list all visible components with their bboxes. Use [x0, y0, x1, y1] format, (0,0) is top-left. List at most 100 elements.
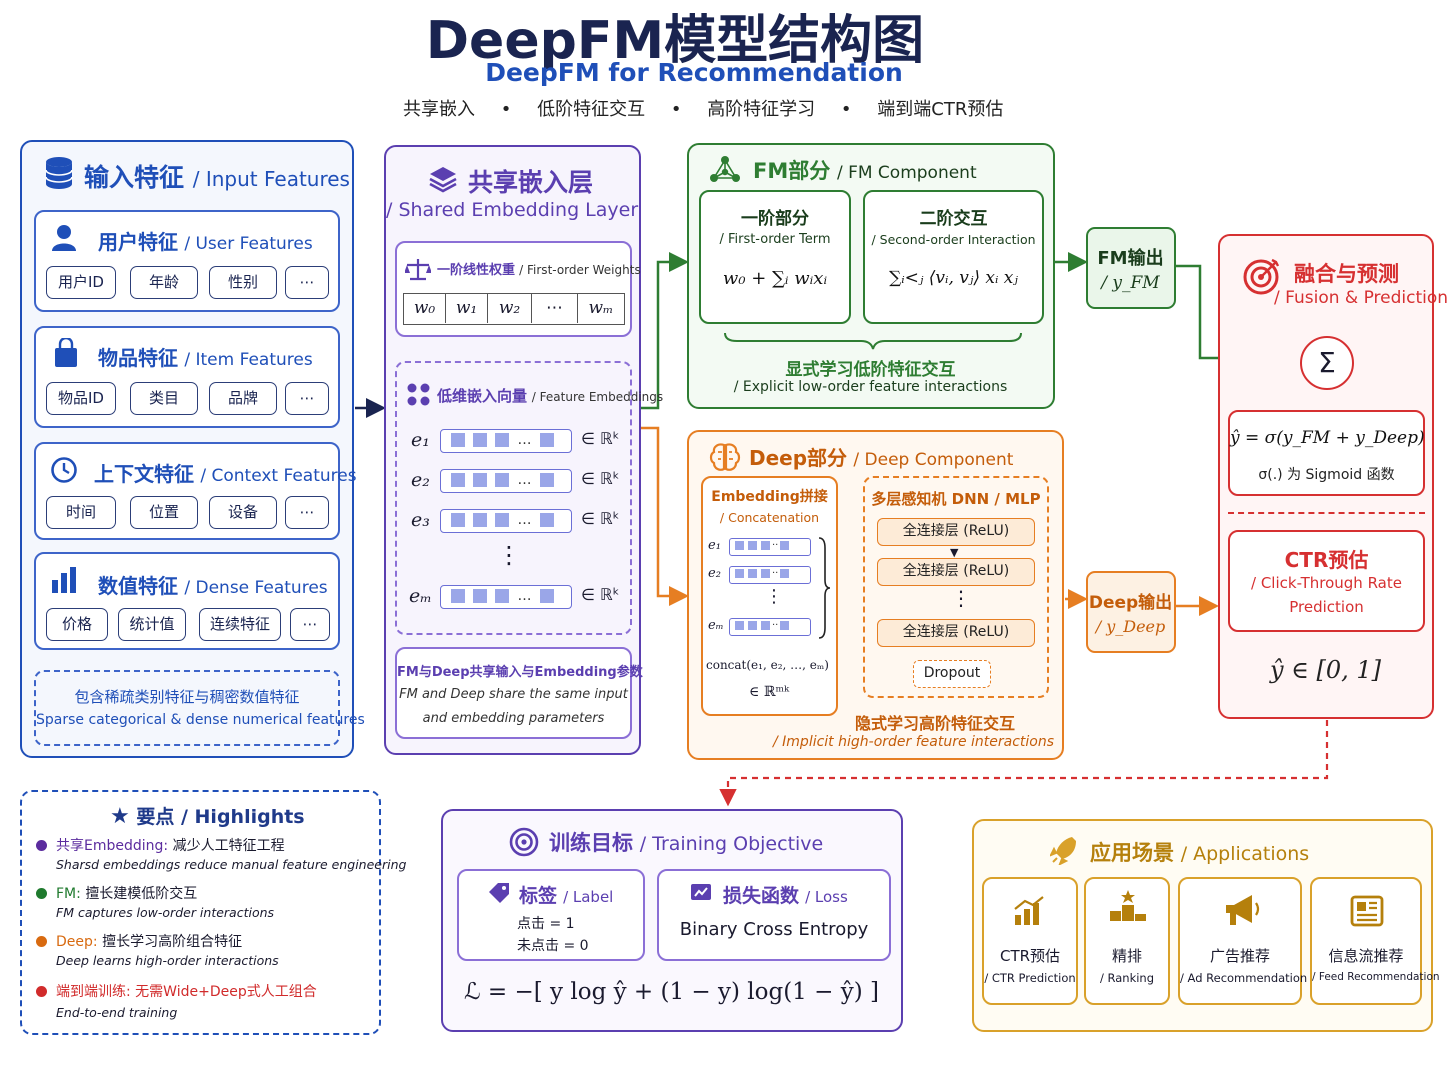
concat-vdots: ⋮: [765, 586, 783, 607]
deep-title: Deep部分 / Deep Component: [749, 442, 1013, 471]
label-box: 标签 / Label 点击 = 1 未点击 = 0: [457, 869, 645, 961]
weights-row: w₀ w₁ w₂ ⋯ wₘ: [403, 293, 625, 325]
embedding-vector-e3: …: [440, 509, 572, 533]
tag-high-order: 高阶特征学习: [707, 99, 816, 120]
sigmoid-note: σ(.) 为 Sigmoid 函数: [1258, 467, 1395, 483]
chip-gender: 性别: [209, 266, 277, 299]
dense-layer-1: 全连接层 (ReLU): [877, 518, 1035, 546]
input-note-en: Sparse categorical & dense numerical fea…: [36, 712, 365, 728]
page-title: DeepFM模型结构图: [425, 11, 925, 71]
chip-context-more: ⋯: [285, 496, 329, 529]
chip-stats: 统计值: [118, 608, 186, 641]
news-feed-icon: [1350, 895, 1384, 927]
highlight-shared-head: 共享Embedding:: [56, 838, 169, 854]
app-ad-recommendation: 广告推荐 / Ad Recommendation: [1178, 877, 1307, 1005]
bullet-deep: [36, 936, 47, 947]
item-title-en: / Item Features: [184, 350, 313, 370]
app-feed-en: / Feed Recommendation: [1312, 971, 1440, 983]
weight-w2: w₂: [488, 294, 532, 323]
loss-title-cn: 损失函数: [723, 885, 800, 907]
second-order-formula: ∑ᵢ<ⱼ ⟨vᵢ, vⱼ⟩ xᵢ xⱼ: [889, 268, 1018, 288]
podium-icon: [1110, 890, 1146, 921]
loss-title-en: / Loss: [805, 888, 848, 906]
app-ctr-en: / CTR Prediction: [984, 971, 1076, 985]
applications-panel: 应用场景 / Applications CTR预估 / CTR Predicti…: [972, 819, 1440, 1032]
concat-vector-e1: ··: [729, 538, 811, 556]
dense-features-title: 数值特征 / Dense Features: [98, 570, 328, 599]
target-icon: [1243, 258, 1280, 295]
app-ad-cn: 广告推荐: [1209, 947, 1270, 965]
weight-w0: w₀: [404, 294, 446, 323]
chip-age: 年龄: [130, 266, 198, 299]
shared-note-en1: FM and Deep share the same input: [399, 687, 628, 702]
embedding-title-en: / Shared Embedding Layer: [386, 199, 639, 221]
input-features-panel: 输入特征 / Input Features 用户特征 / User Featur…: [20, 140, 365, 758]
fusion-formula-box: ŷ = σ(y_FM + y_Deep) σ(.) 为 Sigmoid 函数: [1228, 410, 1425, 496]
embedding-label-e3: e₃: [411, 509, 430, 531]
fm-title: FM部分 / FM Component: [753, 155, 977, 185]
mlp-title: 多层感知机 DNN / MLP: [871, 490, 1041, 508]
clock-icon: [51, 457, 77, 483]
chip-continuous: 连续特征: [199, 608, 281, 641]
sum-symbol: Σ: [1318, 346, 1336, 379]
chip-device: 设备: [209, 496, 277, 529]
highlight-e2e-head: 端到端训练:: [56, 984, 131, 1000]
fm-output-en: / y_FM: [1101, 273, 1160, 293]
deep-title-en: / Deep Component: [853, 450, 1014, 470]
user-title-cn: 用户特征: [98, 230, 178, 254]
tag-line: 共享嵌入 • 低阶特征交互 • 高阶特征学习 • 端到端CTR预估: [403, 99, 1004, 120]
highlight-shared-en: Sharsd embeddings reduce manual feature …: [56, 857, 407, 872]
ctr-cn: CTR预估: [1284, 548, 1369, 572]
weights-title-en: / First-order Weights: [519, 263, 641, 277]
shared-embedding-panel: 共享嵌入层 / Shared Embedding Layer 一阶线性权重 / …: [384, 145, 663, 755]
tag-icon: [489, 883, 509, 903]
dense-layer-3: 全连接层 (ReLU): [877, 619, 1035, 647]
layer-arrow: ▼: [950, 546, 959, 559]
chip-item-id: 物品ID: [46, 382, 116, 415]
second-order-box: 二阶交互 / Second-order Interaction ∑ᵢ<ⱼ ⟨vᵢ…: [863, 190, 1044, 324]
network-icon: [710, 156, 740, 182]
app-ranking-en: / Ranking: [1099, 971, 1155, 985]
feature-embeddings-box: 低维嵌入向量 / Feature Embeddings e₁ … ∈ ℝᵏ e₂…: [395, 361, 663, 635]
concat-formula: concat(e₁, e₂, …, eₘ): [706, 658, 829, 672]
highlight-deep-en: Deep learns high-order interactions: [56, 953, 279, 968]
training-title: 训练目标 / Training Objective: [549, 827, 823, 857]
deep-title-cn: Deep部分: [749, 446, 848, 470]
loss-name: Binary Cross Entropy: [679, 919, 869, 940]
loss-title: 损失函数 / Loss: [723, 881, 848, 908]
context-features-title: 上下文特征 / Context Features: [94, 458, 357, 487]
embedding-vector-e1: …: [440, 429, 572, 453]
dense-features-group: 数值特征 / Dense Features 价格 统计值 连续特征 ⋯: [34, 552, 340, 650]
four-dots-icon: [407, 383, 430, 406]
label-title-en: / Label: [563, 888, 614, 906]
bullet-e2e: [36, 986, 47, 997]
embedding-space-e3: ∈ ℝᵏ: [581, 509, 620, 528]
fm-output-box: FM输出 / y_FM: [1086, 227, 1176, 309]
applications-title-cn: 应用场景: [1090, 841, 1174, 865]
vectors-title-cn: 低维嵌入向量: [437, 387, 528, 405]
label-title: 标签 / Label: [519, 881, 613, 908]
target-circle-icon: [509, 827, 539, 857]
mlp-box: 多层感知机 DNN / MLP 全连接层 (ReLU) ▼ 全连接层 (ReLU…: [863, 476, 1049, 698]
chip-time: 时间: [46, 496, 116, 529]
weights-title: 一阶线性权重 / First-order Weights: [437, 259, 641, 278]
first-order-en: / First-order Term: [719, 232, 831, 247]
item-title-cn: 物品特征: [98, 346, 178, 370]
chip-user-id: 用户ID: [46, 266, 116, 299]
deep-output-box: Deep输出 / y_Deep: [1086, 571, 1176, 653]
bullet-fm: [36, 888, 47, 899]
user-icon: [52, 225, 76, 251]
highlight-fm-body: 擅长建模低阶交互: [85, 886, 198, 902]
concat-cn: Embedding拼接: [711, 489, 828, 505]
loss-icon: [691, 884, 711, 900]
deep-note-en: / Implicit high-order feature interactio…: [773, 734, 1055, 750]
chip-price: 价格: [46, 608, 108, 641]
highlight-shared-body: 减少人工特征工程: [172, 838, 285, 854]
concat-label-e1: e₁: [708, 538, 721, 553]
app-ctr-prediction: CTR预估 / CTR Prediction: [982, 877, 1078, 1005]
first-order-formula: w₀ + ∑ᵢ wᵢxᵢ: [722, 268, 828, 289]
label-click: 点击 = 1: [517, 916, 575, 932]
concat-box: Embedding拼接 / Concatenation e₁ ·· e₂ ·· …: [701, 476, 838, 716]
second-order-en: / Second-order Interaction: [871, 232, 1036, 247]
user-title-en: / User Features: [184, 234, 313, 254]
